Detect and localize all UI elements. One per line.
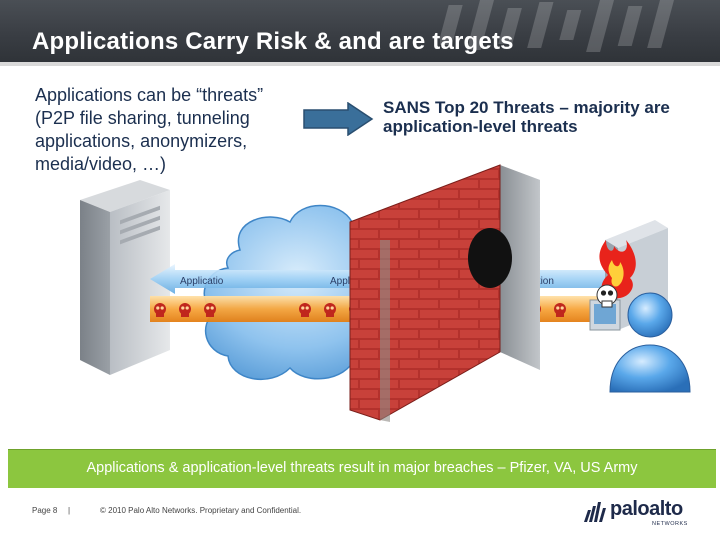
right-arrow-icon [302, 102, 374, 136]
banner-text: Applications & application-level threats… [8, 460, 716, 476]
copyright-text: © 2010 Palo Alto Networks. Proprietary a… [100, 506, 301, 515]
slide-footer: Page 8 | © 2010 Palo Alto Networks. Prop… [0, 490, 720, 540]
logo-wordmark: paloalto [610, 498, 683, 521]
title-divider [0, 62, 720, 66]
firewall-icon [350, 165, 540, 422]
slide-title: Applications Carry Risk & and are target… [32, 28, 514, 56]
logo-subtitle: NETWORKS [652, 521, 688, 527]
paloalto-logo: paloalto NETWORKS [582, 498, 692, 532]
logo-mark-icon [582, 502, 608, 524]
application-flow-label: Applicatio [180, 276, 224, 287]
footer-separator: | [68, 506, 70, 515]
title-bar: Applications Carry Risk & and are target… [0, 0, 720, 62]
key-message-banner: Applications & application-level threats… [8, 449, 716, 488]
threat-diagram: Applicatio Application Application [0, 160, 720, 450]
page-number: Page 8 [32, 506, 57, 515]
sans-threats-text: SANS Top 20 Threats – majority are appli… [383, 98, 703, 136]
